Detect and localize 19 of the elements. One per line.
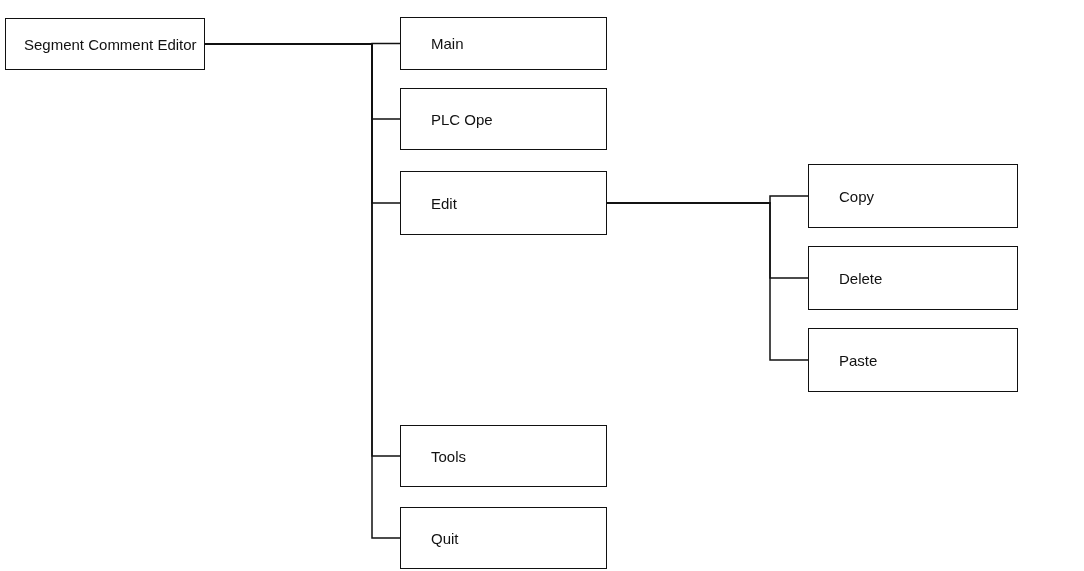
menu-label: Paste — [839, 351, 878, 369]
menu-label: PLC Ope — [431, 110, 493, 128]
menu-label: Copy — [839, 187, 875, 205]
menu-label: Tools — [431, 447, 467, 465]
menu-box — [400, 171, 607, 235]
menu-box — [808, 328, 1018, 392]
menu-label: Segment Comment Editor — [24, 35, 197, 53]
menu-label: Edit — [431, 194, 457, 212]
menu-box — [808, 246, 1018, 310]
menu-box — [400, 425, 607, 487]
menu-box — [808, 164, 1018, 228]
menu-box — [400, 88, 607, 150]
menu-label: Quit — [431, 529, 459, 547]
menu-box — [400, 17, 607, 70]
menu-label: Delete — [839, 269, 883, 287]
menu-label: Main — [431, 35, 464, 52]
menu-box — [400, 507, 607, 569]
menu-box — [5, 18, 205, 70]
connector-line — [606, 202, 809, 361]
